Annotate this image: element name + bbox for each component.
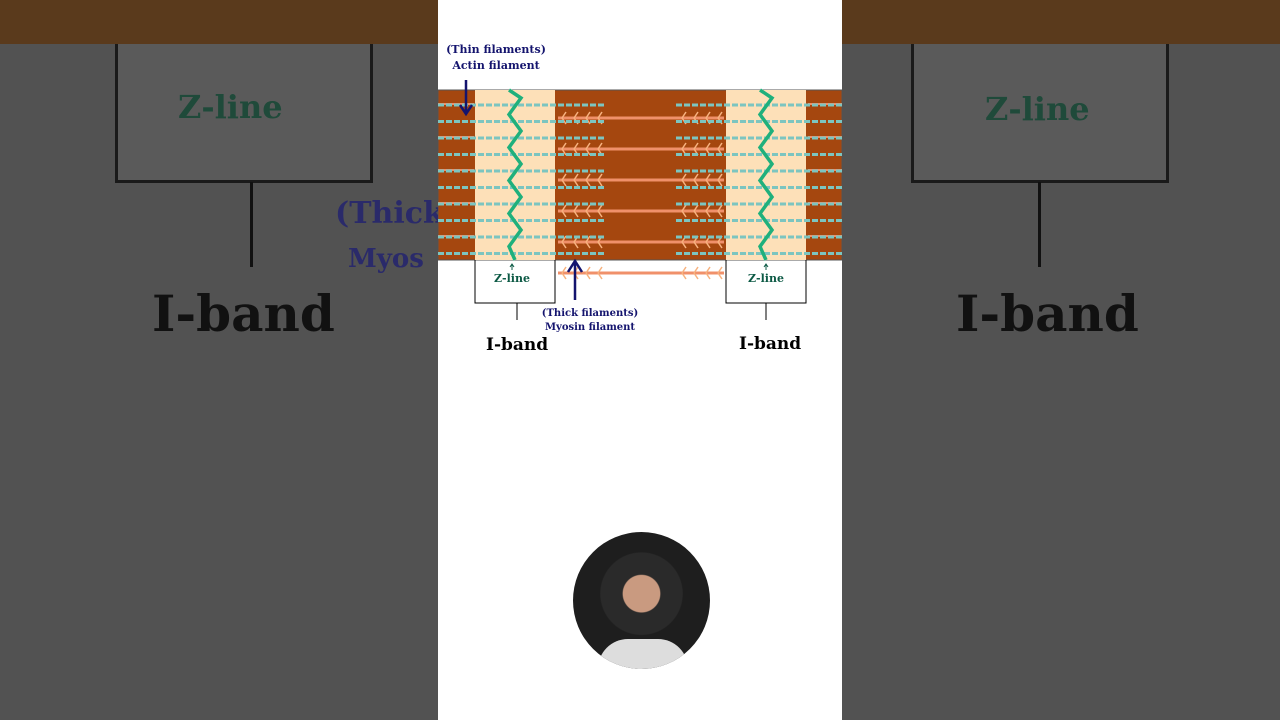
z-line [506, 88, 524, 261]
myosin-head [585, 235, 591, 249]
myosin-head [693, 266, 699, 280]
thick-filament-label: (Thick filaments) [541, 308, 639, 319]
bg-zline-text: Z-line [178, 88, 283, 126]
z-line [757, 88, 775, 261]
myosin-head [561, 235, 567, 249]
myosin-head [585, 204, 591, 218]
myosin-head [585, 266, 591, 280]
bg-iband-text: I-band [956, 284, 1139, 343]
actin-pointer-arrow-icon [458, 80, 474, 117]
myosin-head [681, 204, 687, 218]
presenter-avatar [573, 532, 710, 669]
myosin-head [561, 266, 567, 280]
myosin-head [561, 173, 567, 187]
blurred-background-right: Z-line I-band [842, 0, 1280, 720]
zline-label-left: Z-line [494, 272, 530, 285]
myosin-head [717, 266, 723, 280]
myosin-head [561, 204, 567, 218]
iband-label-left: I-band [486, 335, 549, 355]
myosin-head [597, 204, 603, 218]
video-frame: (Thin filaments) Actin filament Z-line Z… [438, 0, 842, 720]
bg-iband-text: I-band [152, 284, 335, 343]
myosin-head [597, 266, 603, 280]
iband-label-right: I-band [739, 334, 802, 354]
myosin-pointer-arrow-icon [566, 258, 584, 300]
myosin-head [561, 142, 567, 156]
myosin-head [561, 111, 567, 125]
myosin-head [573, 173, 579, 187]
myosin-head [705, 173, 711, 187]
myosin-head [681, 266, 687, 280]
myosin-head [573, 204, 579, 218]
myosin-head [585, 111, 591, 125]
i-band-bracket-left [474, 260, 556, 304]
myosin-head [585, 142, 591, 156]
myosin-head [705, 204, 711, 218]
myosin-filament-label: Myosin filament [544, 322, 636, 333]
blurred-background-left: Z-line I-band (Thick Myos [0, 0, 438, 720]
myosin-head [693, 173, 699, 187]
sarcomere-diagram [438, 80, 842, 320]
actin-filament-label: Actin filament [452, 59, 540, 72]
myosin-head [717, 204, 723, 218]
myosin-head [693, 204, 699, 218]
thin-filament-label: (Thin filaments) [446, 43, 546, 56]
myosin-head [585, 173, 591, 187]
myosin-head [681, 173, 687, 187]
arrow-down-icon [516, 303, 518, 320]
arrow-up-icon [509, 263, 515, 270]
zline-label-right: Z-line [748, 272, 784, 285]
arrow-down-icon [765, 303, 767, 320]
bg-zline-text: Z-line [985, 90, 1090, 128]
arrow-up-icon [763, 263, 769, 270]
myosin-head [717, 173, 723, 187]
myosin-head [705, 266, 711, 280]
myosin-head [597, 173, 603, 187]
